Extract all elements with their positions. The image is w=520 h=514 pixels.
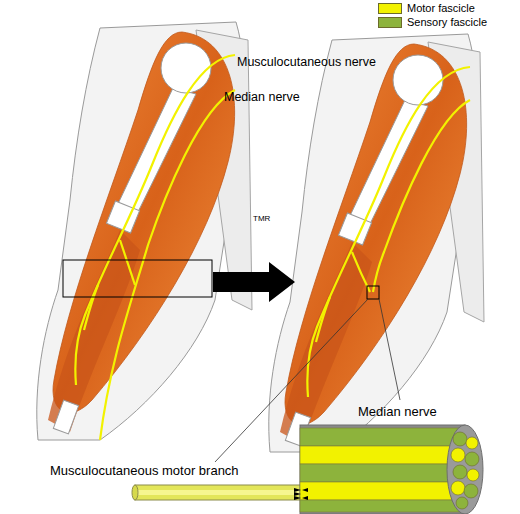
fascicle-band: [300, 482, 465, 500]
nerves-after: [307, 67, 470, 397]
fascicle: [453, 465, 467, 479]
fascicle: [465, 452, 479, 466]
nerve-cylinder: Median nerve: [300, 425, 485, 514]
node-shape: [300, 425, 485, 514]
cylinder-highlight: [135, 490, 302, 495]
nerve-branch: [316, 297, 330, 342]
fascicle-band: [300, 446, 465, 464]
arm-after: [269, 34, 484, 452]
cylinder-end: [132, 485, 138, 500]
fascicle: [464, 484, 478, 498]
legend-swatch: [378, 17, 402, 28]
median-nerve-transferred: [373, 100, 470, 292]
motor-branch: [120, 240, 135, 285]
step-label: TMR: [253, 214, 270, 223]
node-heading: Musculocutaneous motor branch: [50, 463, 239, 478]
fascicle: [451, 481, 465, 495]
fascicle: [467, 469, 479, 481]
leader-line: [379, 299, 400, 400]
fascicle: [466, 437, 478, 449]
focus-box: [63, 260, 212, 297]
fascicle: [451, 448, 465, 462]
nerve-epineurium: [300, 425, 465, 514]
nerve-label: Musculocutaneous nerve: [237, 55, 376, 69]
fascicle-band: [300, 428, 465, 446]
nerve-branch: [84, 285, 98, 330]
focus-box: [367, 286, 379, 299]
nerve-branch-cylinder: Musculocutaneous motor branch: [135, 485, 302, 500]
fascicle: [456, 497, 468, 509]
legend-text: Motor fascicle: [407, 2, 475, 14]
legend-text: Sensory fascicle: [407, 16, 487, 28]
musculocutaneous-nerve: [75, 55, 235, 385]
median-nerve: [100, 90, 235, 440]
node-shape: [135, 485, 302, 500]
nerve-label: Median nerve: [224, 90, 300, 104]
nerve-cylinder: [135, 485, 302, 500]
fascicle-band: [300, 464, 465, 482]
fascicle: [453, 432, 467, 446]
arm-before: [37, 22, 252, 440]
nerves-before: [75, 55, 235, 440]
musculocutaneous-nerve: [307, 67, 470, 397]
fascicle-band: [300, 500, 465, 512]
process-arrow: [213, 262, 295, 302]
nerve-cross-section: [447, 425, 483, 514]
node-heading: Median nerve: [358, 404, 437, 419]
legend-swatch: [378, 3, 402, 14]
